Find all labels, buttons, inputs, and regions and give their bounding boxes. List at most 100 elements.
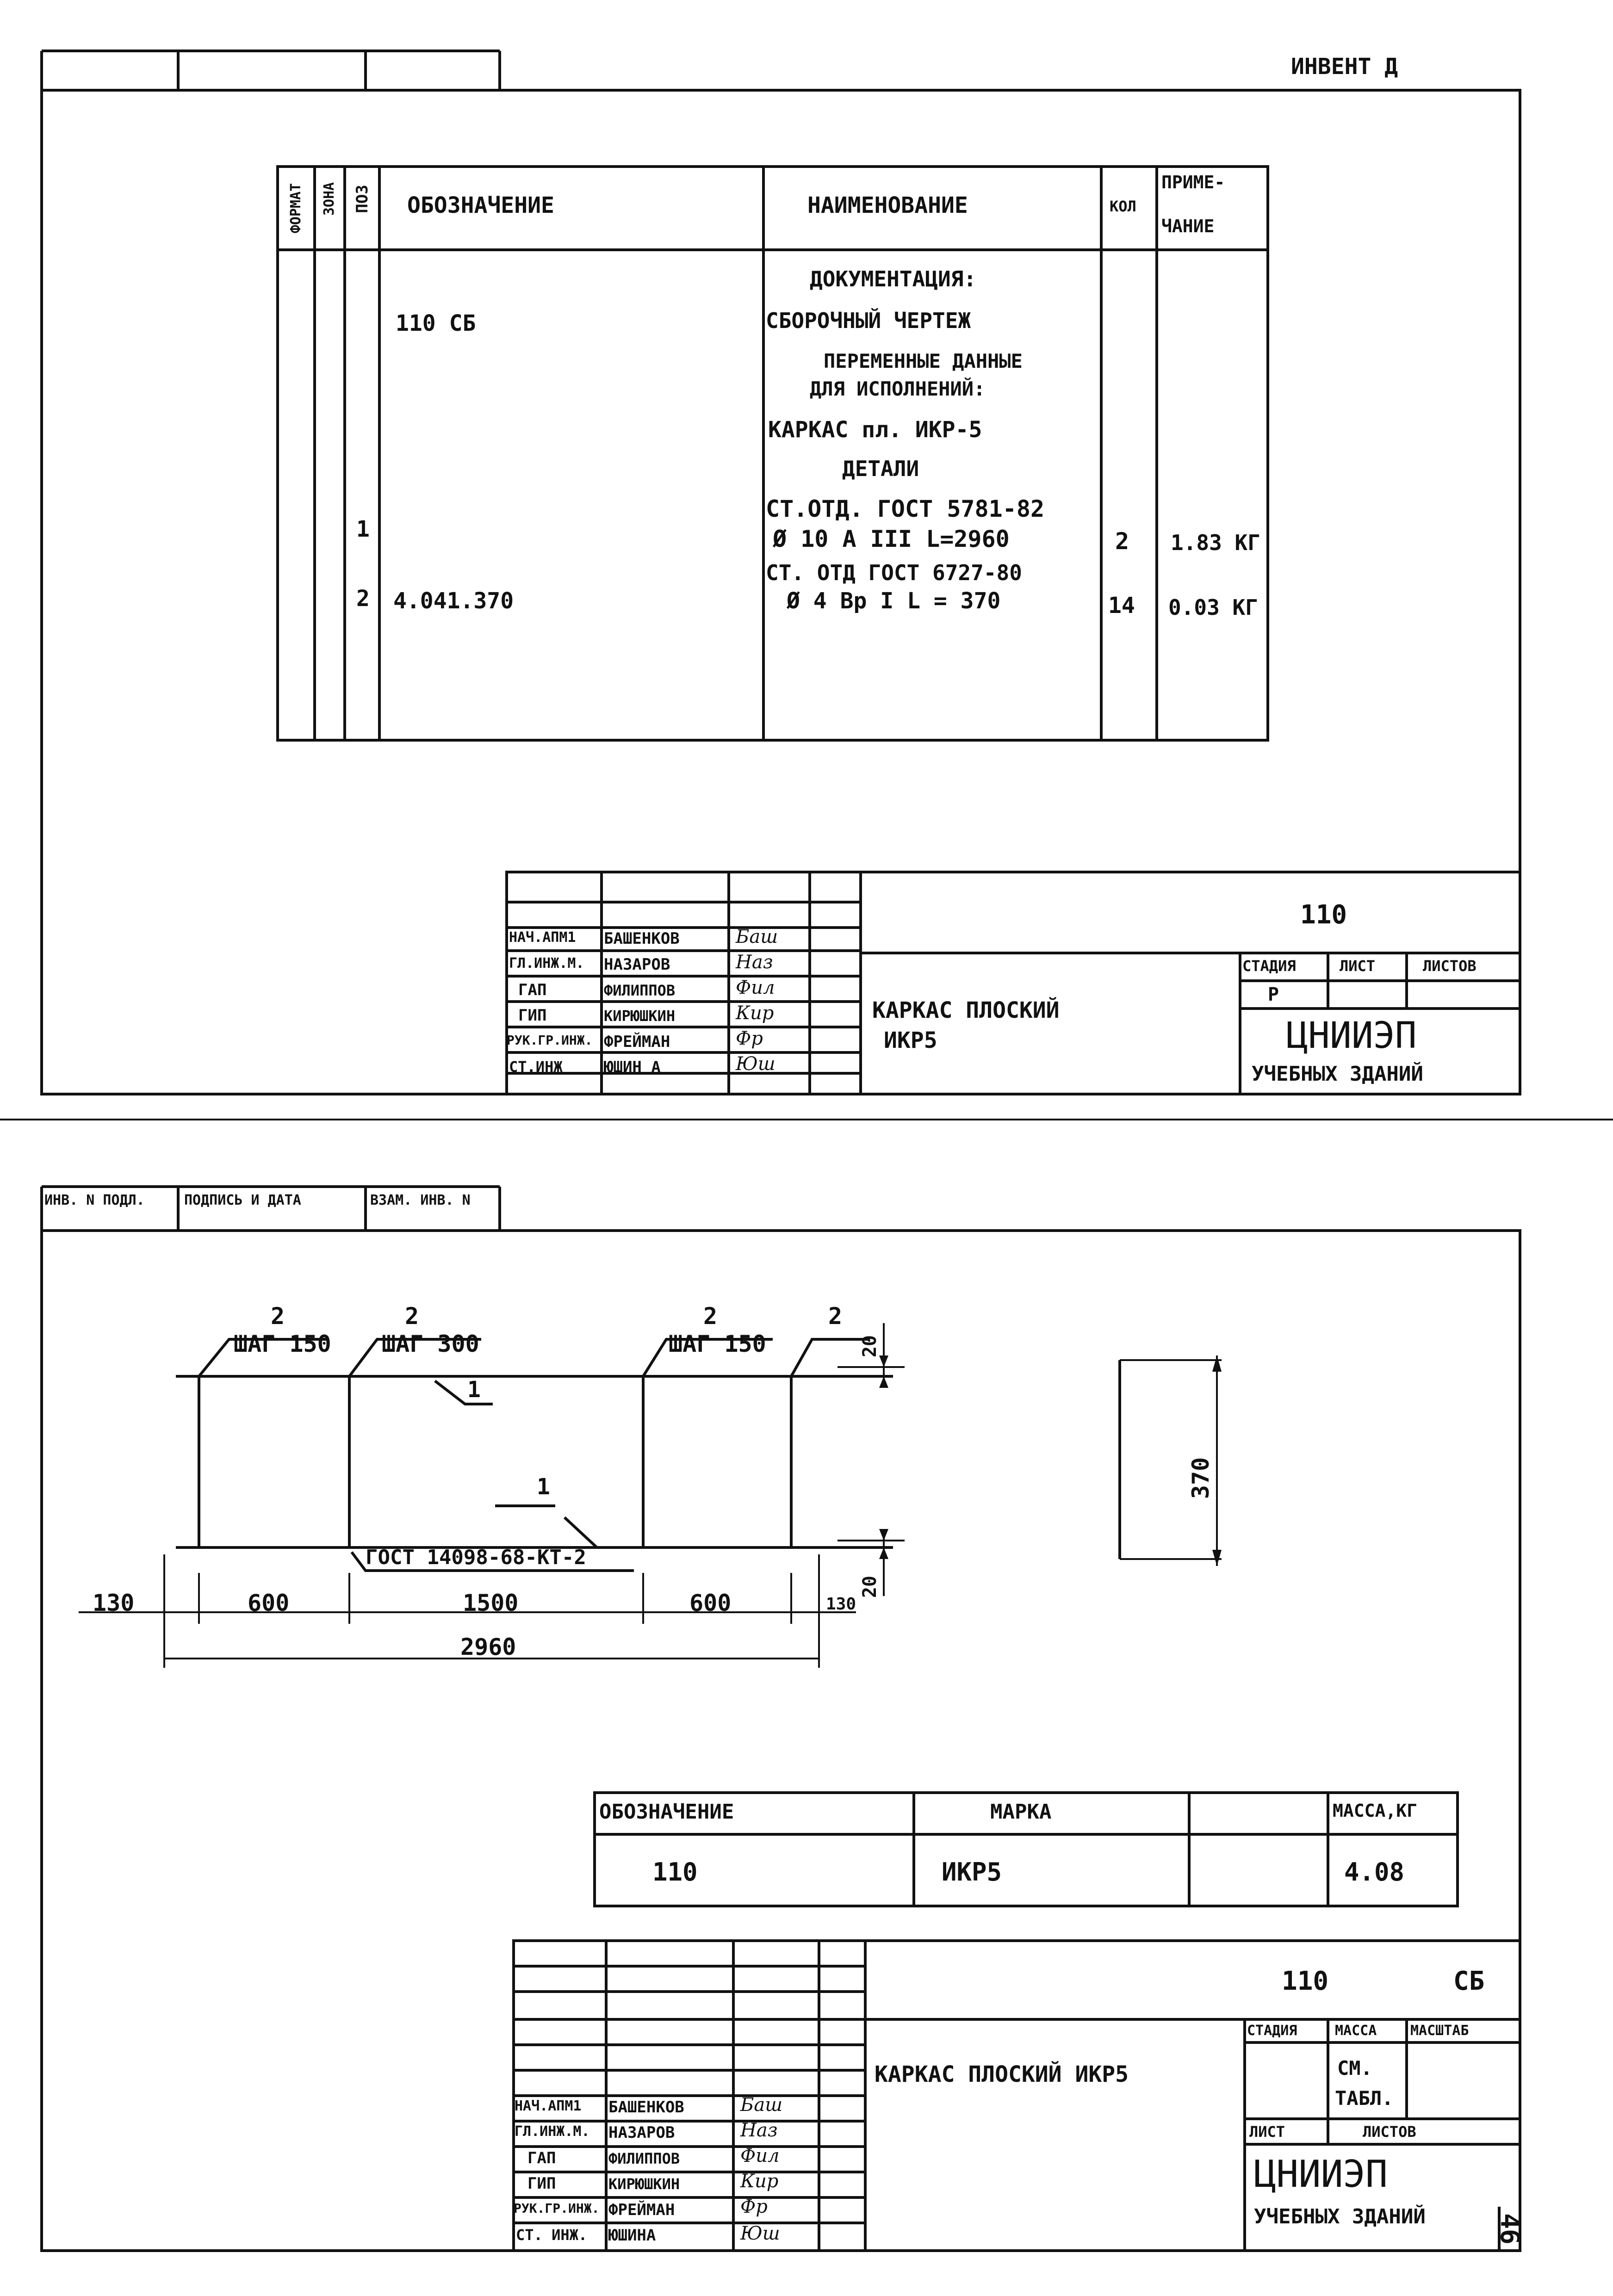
sheet-label: ЛИСТ [1340, 957, 1376, 975]
sheet-title: КАРКАС ПЛОСКИЙ ИКР5 [875, 2061, 1129, 2087]
staff-name: ФИЛИППОВ [608, 2150, 680, 2167]
staff-signature: Баш [736, 926, 778, 947]
callout-position: 2 [703, 1303, 718, 1330]
dim-stirrup-height: 370 [1187, 1457, 1214, 1499]
stage-label: СТАДИЯ [1247, 2023, 1297, 2039]
weld-gost-note: ГОСТ 14098-68-КТ-2 [366, 1546, 586, 1569]
staff-signature: Фил [740, 2145, 780, 2166]
spec-row-designation: 110 СБ [396, 310, 476, 336]
mark-table-header-designation: ОБОЗНАЧЕНИЕ [599, 1800, 734, 1824]
spec-row-qty: 14 [1108, 593, 1135, 619]
spec-header-qty: КОЛ [1110, 198, 1136, 215]
spec-row-qty: 2 [1115, 528, 1129, 555]
spec-header-zone: ЗОНА [321, 182, 337, 216]
staff-name: КИРЮШКИН [604, 1007, 676, 1025]
sheets-label: ЛИСТОВ [1423, 957, 1477, 975]
callout-spacing: ШАГ 150 [234, 1331, 331, 1357]
staff-signature: Баш [740, 2094, 783, 2116]
spec-header-name: НАИМЕНОВАНИЕ [807, 192, 968, 218]
page-header: ИНВЕНТ Д [1291, 54, 1398, 80]
dim-600-left: 600 [248, 1590, 290, 1616]
staff-role: ГЛ.ИНЖ.М. [509, 955, 584, 972]
sheet-title-mark: ИКР5 [884, 1027, 937, 1053]
organization-subtitle: УЧЕБНЫХ ЗДАНИЙ [1252, 1062, 1423, 1086]
sheet-designation: 110 СБ [1282, 1966, 1485, 1996]
page-number: 46 [1495, 2213, 1525, 2245]
mark-table-mass: 4.08 [1344, 1857, 1405, 1887]
staff-signature: Фил [736, 977, 775, 998]
staff-role: ГИП [527, 2174, 556, 2193]
stage-label: СТАДИЯ [1242, 957, 1296, 975]
spec-header-format: ФОРМАТ [288, 183, 304, 234]
spec-header-note-1: ПРИМЕ- [1161, 172, 1225, 192]
mark-table-designation: 110 [652, 1857, 698, 1887]
staff-role: ГЛ.ИНЖ.М. [515, 2123, 590, 2140]
callout-position: 2 [828, 1303, 843, 1330]
staff-role: СТ. ИНЖ. [516, 2226, 588, 2244]
staff-signature: Кир [740, 2171, 779, 2192]
rod-position-label: 1 [537, 1474, 550, 1500]
staff-signature: Наз [740, 2120, 778, 2141]
mass-label: МАССА [1335, 2023, 1377, 2039]
callout-position: 2 [271, 1303, 285, 1330]
spec-row-pos: 2 [356, 586, 370, 612]
spec-row-name: СТ. ОТД ГОСТ 6727-80 [766, 560, 1022, 585]
spec-row-pos: 1 [356, 516, 370, 542]
staff-role: НАЧ.АПМ1 [509, 929, 576, 946]
spec-row-note: 1.83 КГ [1171, 530, 1260, 555]
staff-signature: Фр [736, 1028, 763, 1049]
staff-signature: Фр [740, 2196, 768, 2217]
mass-value-table: ТАБЛ. [1335, 2087, 1394, 2110]
staff-name: БАШЕНКОВ [608, 2098, 684, 2117]
staff-role: СТ.ИНЖ [509, 1058, 563, 1076]
rod-position-label: 1 [467, 1377, 481, 1403]
staff-name: ЮШИН А [604, 1058, 661, 1077]
staff-role: ГАП [518, 981, 547, 999]
staff-signature: Юш [740, 2223, 780, 2244]
staff-signature: Наз [736, 952, 773, 973]
staff-name: ФРЕЙМАН [604, 1033, 670, 1051]
spec-row-designation: 4.041.370 [393, 588, 514, 614]
spec-row-name: Ø 10 А III L=2960 [773, 526, 1010, 552]
spec-row-name: СТ.ОТД. ГОСТ 5781-82 [766, 495, 1045, 522]
staff-name: КИРЮШКИН [608, 2175, 680, 2193]
staff-name: НАЗАРОВ [608, 2123, 675, 2142]
dim-offset-bottom: 20 [859, 1575, 881, 1598]
organization-name: ЦНИИЭП [1286, 1015, 1417, 1057]
replaced-inventory-label: ВЗАМ. ИНВ. N [370, 1192, 471, 1208]
staff-name: НАЗАРОВ [604, 955, 670, 974]
sheet-designation: 110 [1300, 900, 1347, 930]
staff-role: ГАП [527, 2149, 556, 2167]
scale-label: МАСШТАБ [1410, 2023, 1469, 2039]
mass-value: СМ. [1337, 2057, 1372, 2079]
spec-header-pos: ПОЗ [353, 185, 372, 213]
dim-600-right: 600 [689, 1590, 732, 1616]
dim-130-left: 130 [93, 1590, 135, 1616]
staff-role: ГИП [518, 1006, 547, 1025]
spec-row-name: КАРКАС пл. ИКР-5 [768, 417, 982, 443]
mark-table-header-mass: МАССА,КГ [1333, 1801, 1418, 1821]
spec-row-name: ДОКУМЕНТАЦИЯ: [810, 266, 977, 291]
dim-offset-top: 20 [859, 1335, 881, 1358]
sheet-title: КАРКАС ПЛОСКИЙ [872, 997, 1060, 1023]
staff-name: ФИЛИППОВ [604, 982, 676, 999]
callout-spacing: ШАГ 300 [382, 1331, 479, 1357]
spec-row-name: ПЕРЕМЕННЫЕ ДАННЫЕ [824, 350, 1023, 372]
staff-name: ЮШИНА [608, 2226, 656, 2245]
staff-signature: Юш [736, 1053, 775, 1075]
sheets-label: ЛИСТОВ [1363, 2123, 1416, 2141]
signature-date-label: ПОДПИСЬ И ДАТА [184, 1192, 301, 1208]
inventory-number-label: ИНВ. N ПОДЛ. [44, 1192, 145, 1208]
dim-1500: 1500 [463, 1590, 519, 1616]
callout-spacing: ШАГ 150 [669, 1331, 766, 1357]
staff-role: РУК.ГР.ИНЖ. [507, 1033, 593, 1048]
spec-row-name: Ø 4 Вр I L = 370 [787, 588, 1001, 614]
spec-row-name: ДЕТАЛИ [842, 456, 919, 481]
stage-value: Р [1268, 984, 1279, 1005]
staff-signature: Кир [736, 1003, 774, 1024]
dim-total: 2960 [460, 1634, 516, 1660]
spec-row-name: ДЛЯ ИСПОЛНЕНИЙ: [810, 378, 986, 400]
spec-header-note-2: ЧАНИЕ [1161, 216, 1215, 236]
staff-name: ФРЕЙМАН [608, 2201, 675, 2219]
